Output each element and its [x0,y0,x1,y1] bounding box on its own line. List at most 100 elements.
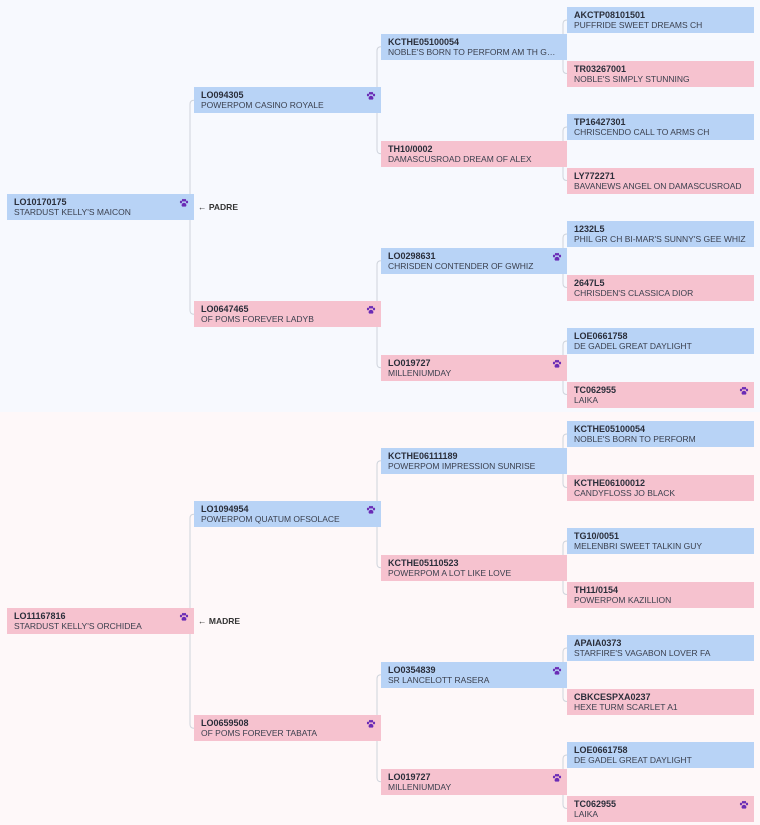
dog-name: CANDYFLOSS JO BLACK [574,487,676,498]
registration-code: TG10/0051 [574,531,620,541]
registration-code: LO0298631 [388,250,436,261]
registration-code: TH11/0154 [574,584,619,595]
registration-code: 2647L5 [574,277,605,288]
dog-name: NOBLE'S BORN TO PERFORM [574,434,696,444]
dog-name: BAVANEWS ANGEL ON DAMASCUSROAD [574,180,742,191]
dog-name: LAIKA [574,394,599,405]
paw-icon [739,800,749,809]
paw-icon [552,666,562,675]
registration-code: LO094305 [201,90,244,101]
registration-code: TH10/0002 [388,143,433,154]
registration-code: LO0354839 [388,664,436,675]
dog-name: CHRISDEN'S CLASSICA DIOR [574,287,694,298]
dog-name: HEXE TURM SCARLET A1 [574,701,678,712]
dog-name: NOBLE'S BORN TO PERFORM AM TH GR AND ... [388,46,561,57]
dog-name: DE GADEL GREAT DAYLIGHT [574,341,692,351]
registration-code: KCTHE05100054 [388,36,460,47]
paw-icon [366,306,376,314]
registration-code: APAIA0373 [574,638,622,648]
registration-code: KCTHE06100012 [574,477,646,488]
paw-icon [552,773,562,782]
registration-code: KCTHE05110523 [388,557,459,568]
registration-code: LO019727 [388,357,431,368]
dog-name: POWERPOM QUATUM OFSOLACE [201,514,340,525]
paw-icon [179,199,189,207]
registration-code: LO1094954 [201,504,249,515]
registration-code: LO10170175 [14,197,67,208]
paw-icon [552,252,562,261]
registration-code: AKCTP08101501 [574,10,646,20]
paw-icon [739,386,749,395]
paw-icon [366,720,376,728]
dog-name: CHRISCENDO CALL TO ARMS CH [574,127,710,137]
registration-code: CBKCESPXA0237 [574,691,651,702]
dog-name: POWERPOM IMPRESSION SUNRISE [388,460,536,471]
dog-name: POWERPOM A LOT LIKE LOVE [388,567,512,578]
dog-name: SR LANCELOTT RASERA [388,674,490,685]
dog-name: STARDUST KELLY'S MAICON [14,207,131,218]
sire-label: ← PADRE [198,202,238,213]
registration-code: LO0659508 [201,718,249,729]
registration-code: TC062955 [574,798,617,809]
dog-name: STARFIRE'S VAGABON LOVER FA [574,648,711,658]
dog-name: POWERPOM CASINO ROYALE [201,100,324,111]
registration-code: LOE0661758 [574,331,628,341]
dog-name: PHIL GR CH BI-MAR'S SUNNY'S GEE WHIZ [574,234,746,244]
dog-name: POWERPOM KAZILLION [574,594,672,605]
registration-code: LO019727 [388,771,431,782]
registration-code: LO0647465 [201,304,249,315]
dam-label: ← MADRE [198,616,241,627]
paw-icon [179,613,189,621]
registration-code: KCTHE06111189 [388,450,458,461]
dog-name: OF POMS FOREVER TABATA [201,728,318,739]
dog-name: STARDUST KELLY'S ORCHIDEA [14,621,142,632]
registration-code: TP16427301 [574,117,626,127]
dog-name: MILLENIUMDAY [388,367,452,378]
registration-code: 1232L5 [574,224,605,234]
dog-name: PUFFRIDE SWEET DREAMS CH [574,20,703,30]
paw-icon [366,92,376,100]
registration-code: LOE0661758 [574,745,628,755]
registration-code: TR03267001 [574,63,627,74]
registration-code: KCTHE05100054 [574,424,646,434]
registration-code: LY772271 [574,170,615,181]
registration-code: LO11167816 [14,611,66,622]
paw-icon [366,506,376,514]
paw-icon [552,359,562,368]
dog-name: DAMASCUSROAD DREAM OF ALEX [388,153,532,164]
registration-code: TC062955 [574,384,617,395]
dog-name: LAIKA [574,808,599,819]
dog-name: OF POMS FOREVER LADYB [201,314,314,325]
dog-name: NOBLE'S SIMPLY STUNNING [574,73,690,84]
